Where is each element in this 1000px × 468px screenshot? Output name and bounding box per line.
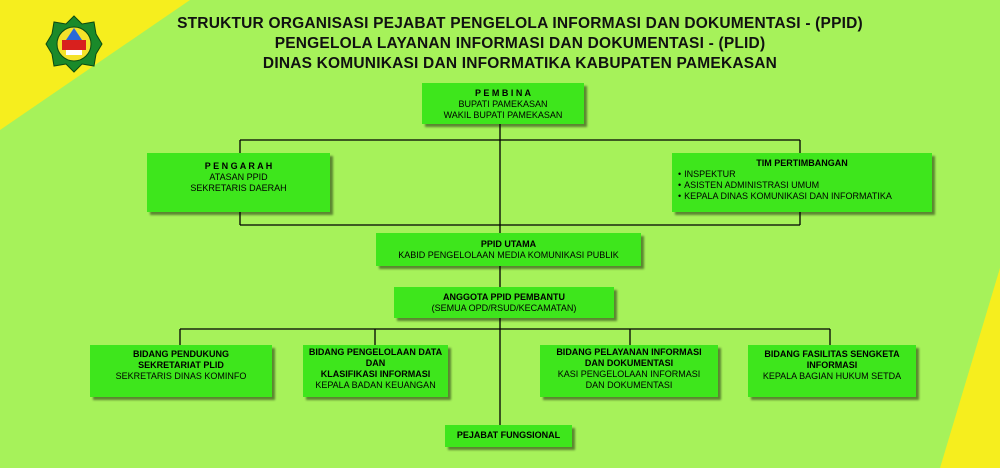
box-pengarah-line: ATASAN PPID: [209, 172, 268, 182]
box-bidang-line: DAN DOKUMENTASI: [585, 380, 673, 390]
box-tim-pertimbangan: TIM PERTIMBANGAN INSPEKTUR ASISTEN ADMIN…: [672, 153, 932, 212]
box-bidang-pelayanan-informasi: BIDANG PELAYANAN INFORMASI DAN DOKUMENTA…: [540, 345, 718, 397]
box-ppid-utama-line: KABID PENGELOLAAN MEDIA KOMUNIKASI PUBLI…: [398, 250, 619, 260]
box-bidang-title: DAN: [365, 358, 386, 368]
tim-pertimbangan-list: INSPEKTUR ASISTEN ADMINISTRASI UMUM KEPA…: [678, 169, 932, 202]
list-item: INSPEKTUR: [678, 169, 932, 180]
box-bidang-title: DAN DOKUMENTASI: [584, 358, 674, 368]
list-item: KEPALA DINAS KOMUNIKASI DAN INFORMATIKA: [678, 191, 932, 202]
box-bidang-line: KEPALA BADAN KEUANGAN: [315, 380, 436, 390]
box-anggota-title: ANGGOTA PPID PEMBANTU: [442, 292, 565, 302]
box-bidang-line: KASI PENGELOLAAN INFORMASI: [557, 369, 701, 379]
box-ppid-utama: PPID UTAMA KABID PENGELOLAAN MEDIA KOMUN…: [376, 233, 641, 266]
box-bidang-line: KEPALA BAGIAN HUKUM SETDA: [762, 371, 902, 381]
box-pengarah-title: P E N G A R A H: [204, 161, 273, 171]
list-item: ASISTEN ADMINISTRASI UMUM: [678, 180, 932, 191]
box-pembina: P E M B I N A BUPATI PAMEKASAN WAKIL BUP…: [422, 83, 584, 124]
box-bidang-title: KLASIFIKASI INFORMASI: [320, 369, 431, 379]
corner-decoration-bottom-right: [940, 268, 1000, 468]
box-bidang-title: BIDANG PENDUKUNG: [132, 349, 229, 359]
page-title-line-2: PENGELOLA LAYANAN INFORMASI DAN DOKUMENT…: [274, 35, 766, 52]
box-anggota-ppid-pembantu: ANGGOTA PPID PEMBANTU (SEMUA OPD/RSUD/KE…: [394, 287, 614, 318]
box-pembina-title: P E M B I N A: [474, 88, 531, 98]
box-pengarah-line: SEKRETARIS DAERAH: [190, 183, 287, 193]
box-bidang-title: BIDANG PELAYANAN INFORMASI: [556, 347, 702, 357]
box-pembina-line: WAKIL BUPATI PAMEKASAN: [443, 110, 563, 120]
box-pembina-line: BUPATI PAMEKASAN: [458, 99, 548, 109]
box-anggota-line: (SEMUA OPD/RSUD/KECAMATAN): [431, 303, 577, 313]
box-bidang-title: BIDANG FASILITAS SENGKETA: [764, 349, 900, 359]
corner-decoration-top-left: [0, 0, 190, 130]
box-bidang-title: SEKRETARIAT PLID: [138, 360, 224, 370]
box-ppid-utama-title: PPID UTAMA: [480, 239, 537, 249]
box-tim-pertimbangan-title: TIM PERTIMBANGAN: [756, 158, 848, 168]
box-bidang-line: SEKRETARIS DINAS KOMINFO: [115, 371, 247, 381]
regional-emblem-icon: [45, 15, 103, 73]
box-fungsional-title: PEJABAT FUNGSIONAL: [456, 430, 561, 440]
box-bidang-pengelolaan-data: BIDANG PENGELOLAAN DATA DAN KLASIFIKASI …: [303, 345, 448, 397]
page-title-line-3: DINAS KOMUNIKASI DAN INFORMATIKA KABUPAT…: [262, 55, 778, 72]
page-title-line-1: STRUKTUR ORGANISASI PEJABAT PENGELOLA IN…: [177, 15, 863, 32]
box-pengarah: P E N G A R A H ATASAN PPID SEKRETARIS D…: [147, 153, 330, 212]
box-pejabat-fungsional: PEJABAT FUNGSIONAL: [445, 425, 572, 447]
box-bidang-title: INFORMASI: [806, 360, 858, 370]
box-bidang-title: BIDANG PENGELOLAAN DATA: [308, 347, 443, 357]
box-bidang-pendukung: BIDANG PENDUKUNG SEKRETARIAT PLID SEKRET…: [90, 345, 272, 397]
box-bidang-fasilitas-sengketa: BIDANG FASILITAS SENGKETA INFORMASI KEPA…: [748, 345, 916, 397]
